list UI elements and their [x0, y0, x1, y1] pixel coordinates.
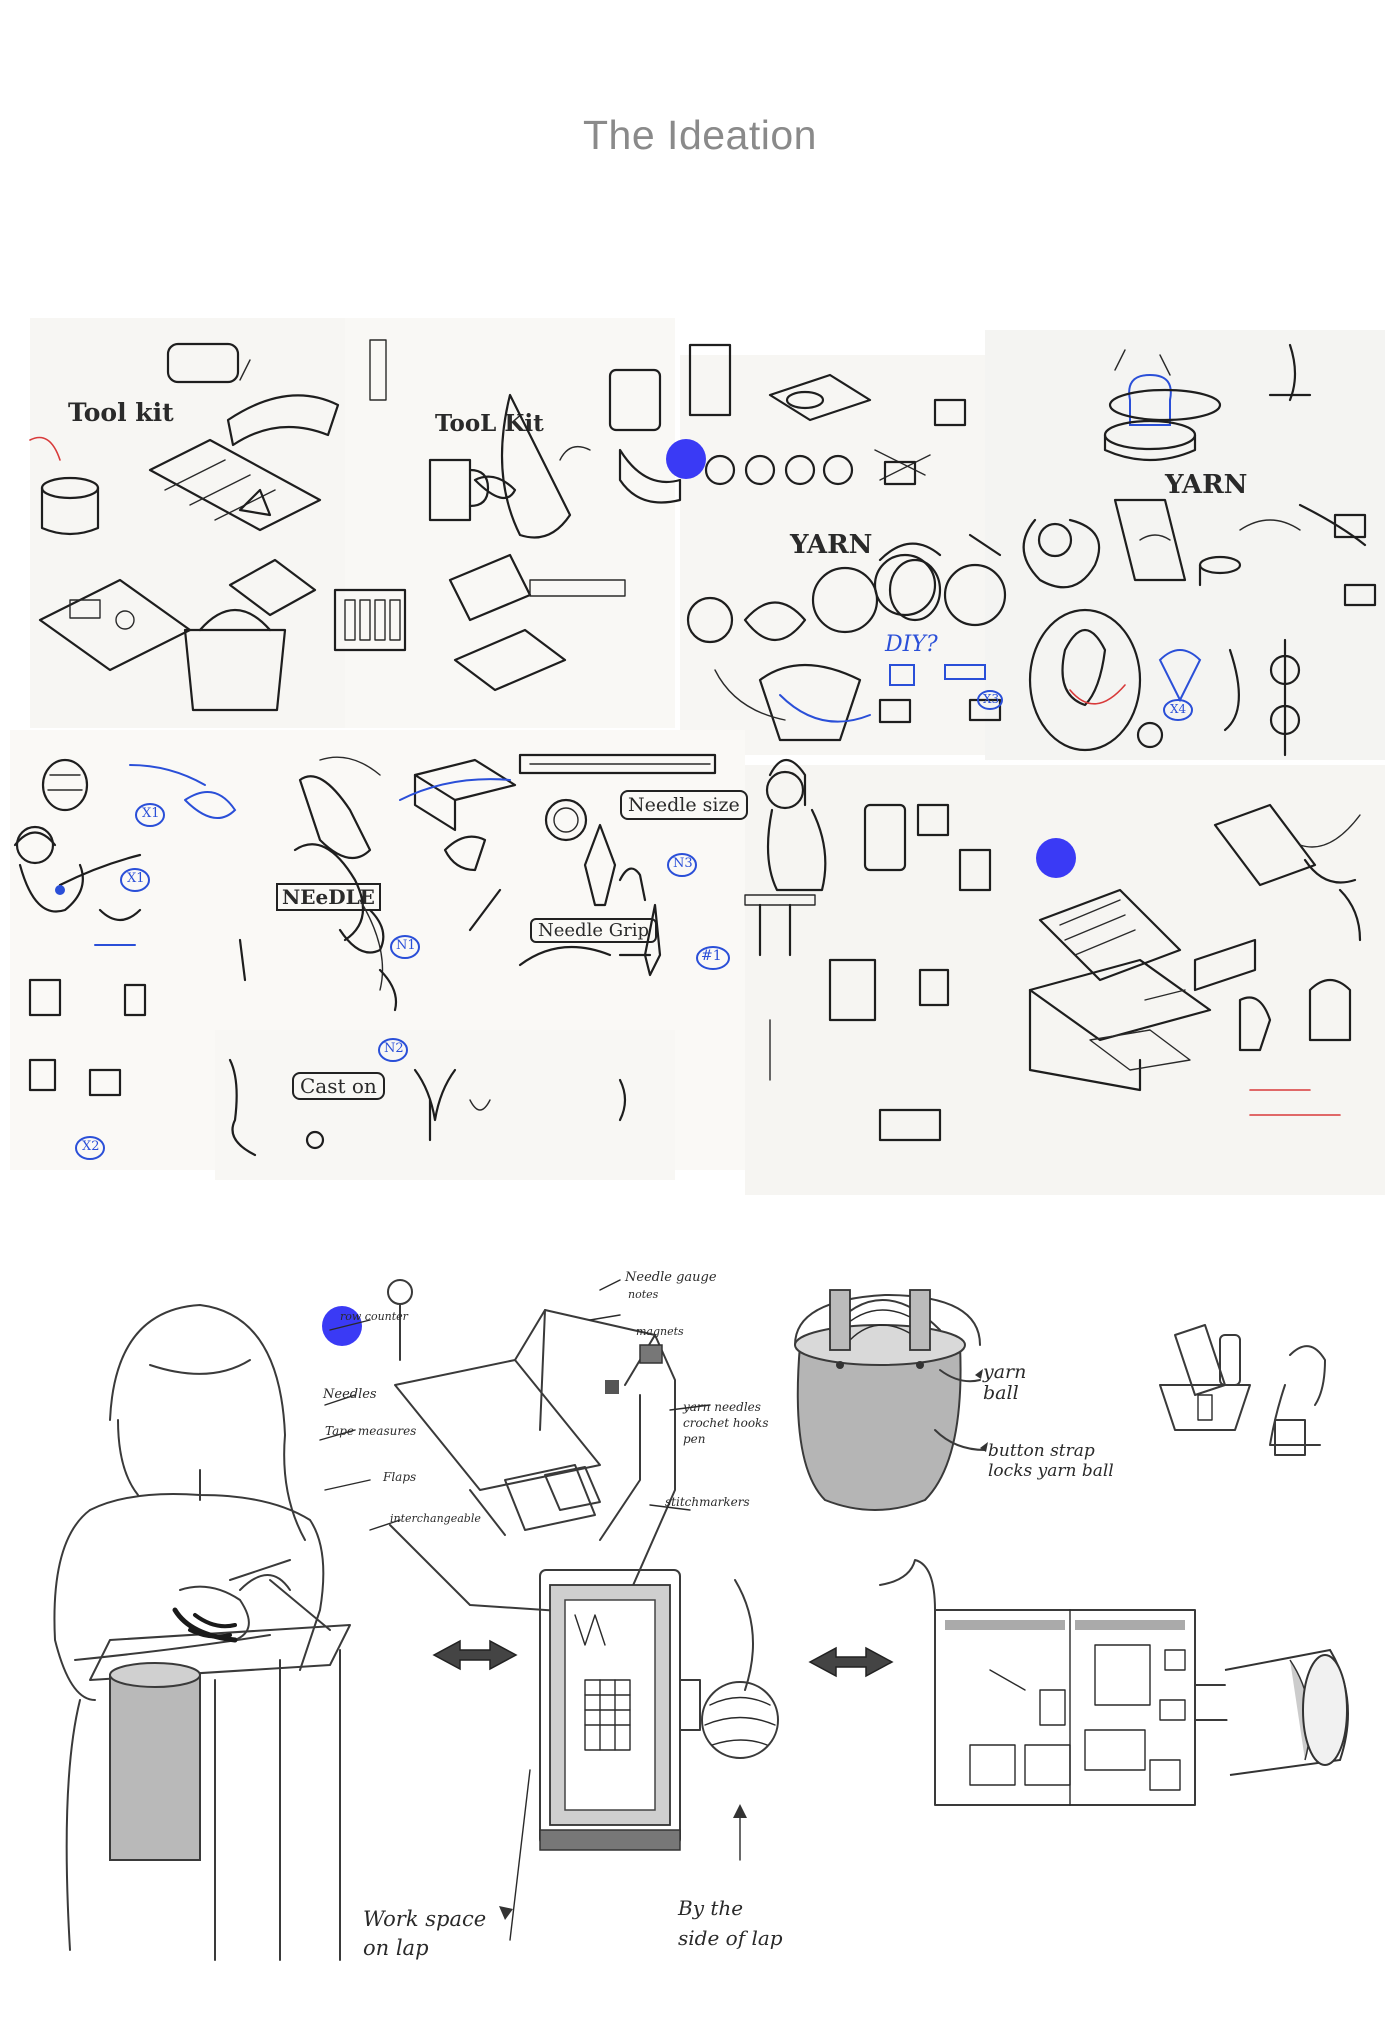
accent-dot-1: [666, 439, 706, 479]
label-needle-gauge: Needle gauge: [625, 1270, 717, 1285]
yarn-label-2: YARN: [1165, 470, 1248, 500]
label-work-space: Work space on lap: [363, 1907, 487, 1961]
label-yarn-needles: yarn needles: [683, 1400, 761, 1414]
label-yarn-ball: yarn ball: [983, 1361, 1027, 1404]
toolkit-label-1: Tool kit: [68, 398, 174, 427]
badge-n1: N1: [396, 938, 416, 953]
label-needles: Needles: [323, 1387, 377, 1402]
label-row-counter: row counter: [340, 1310, 408, 1323]
label-button-strap: button strap locks yarn ball: [988, 1441, 1114, 1481]
badge-n3: N3: [673, 856, 693, 871]
label-interchangeable: interchangeable: [390, 1512, 481, 1525]
label-magnets: magnets: [636, 1325, 684, 1338]
sketch-sheet-castOn: [215, 1030, 675, 1180]
badge-x3: X3: [983, 692, 1000, 706]
cast-on-label: Cast on: [292, 1072, 385, 1100]
badge-x4: X4: [1170, 702, 1187, 716]
label-by-the-side: By the side of lap: [678, 1896, 783, 1950]
diy-label: DIY?: [885, 632, 938, 657]
badge-x1-a: X1: [142, 806, 160, 821]
needle-size-label: Needle size: [620, 790, 748, 820]
badge-x2: X2: [82, 1139, 100, 1154]
accent-dot-3: [322, 1306, 362, 1346]
yarn-label-1: YARN: [790, 530, 873, 560]
label-tape-measures: Tape measures: [325, 1424, 417, 1438]
sketch-sheet-toolkit-2: [345, 318, 675, 728]
label-stitch-markers: stitchmarkers: [665, 1495, 750, 1509]
label-flaps: Flaps: [383, 1470, 417, 1484]
badge-1: #1: [701, 948, 722, 964]
label-pen: pen: [683, 1432, 706, 1446]
toolkit-label-2: TooL Kit: [435, 410, 544, 437]
page-title: The Ideation: [583, 112, 817, 158]
badge-x1-b: X1: [127, 871, 145, 886]
accent-dot-2: [1036, 838, 1076, 878]
label-crochet-hooks: crochet hooks: [683, 1416, 769, 1430]
badge-n2: N2: [384, 1041, 404, 1056]
label-notes: notes: [628, 1288, 659, 1301]
needle-grip-label: Needle Grip: [530, 918, 657, 943]
